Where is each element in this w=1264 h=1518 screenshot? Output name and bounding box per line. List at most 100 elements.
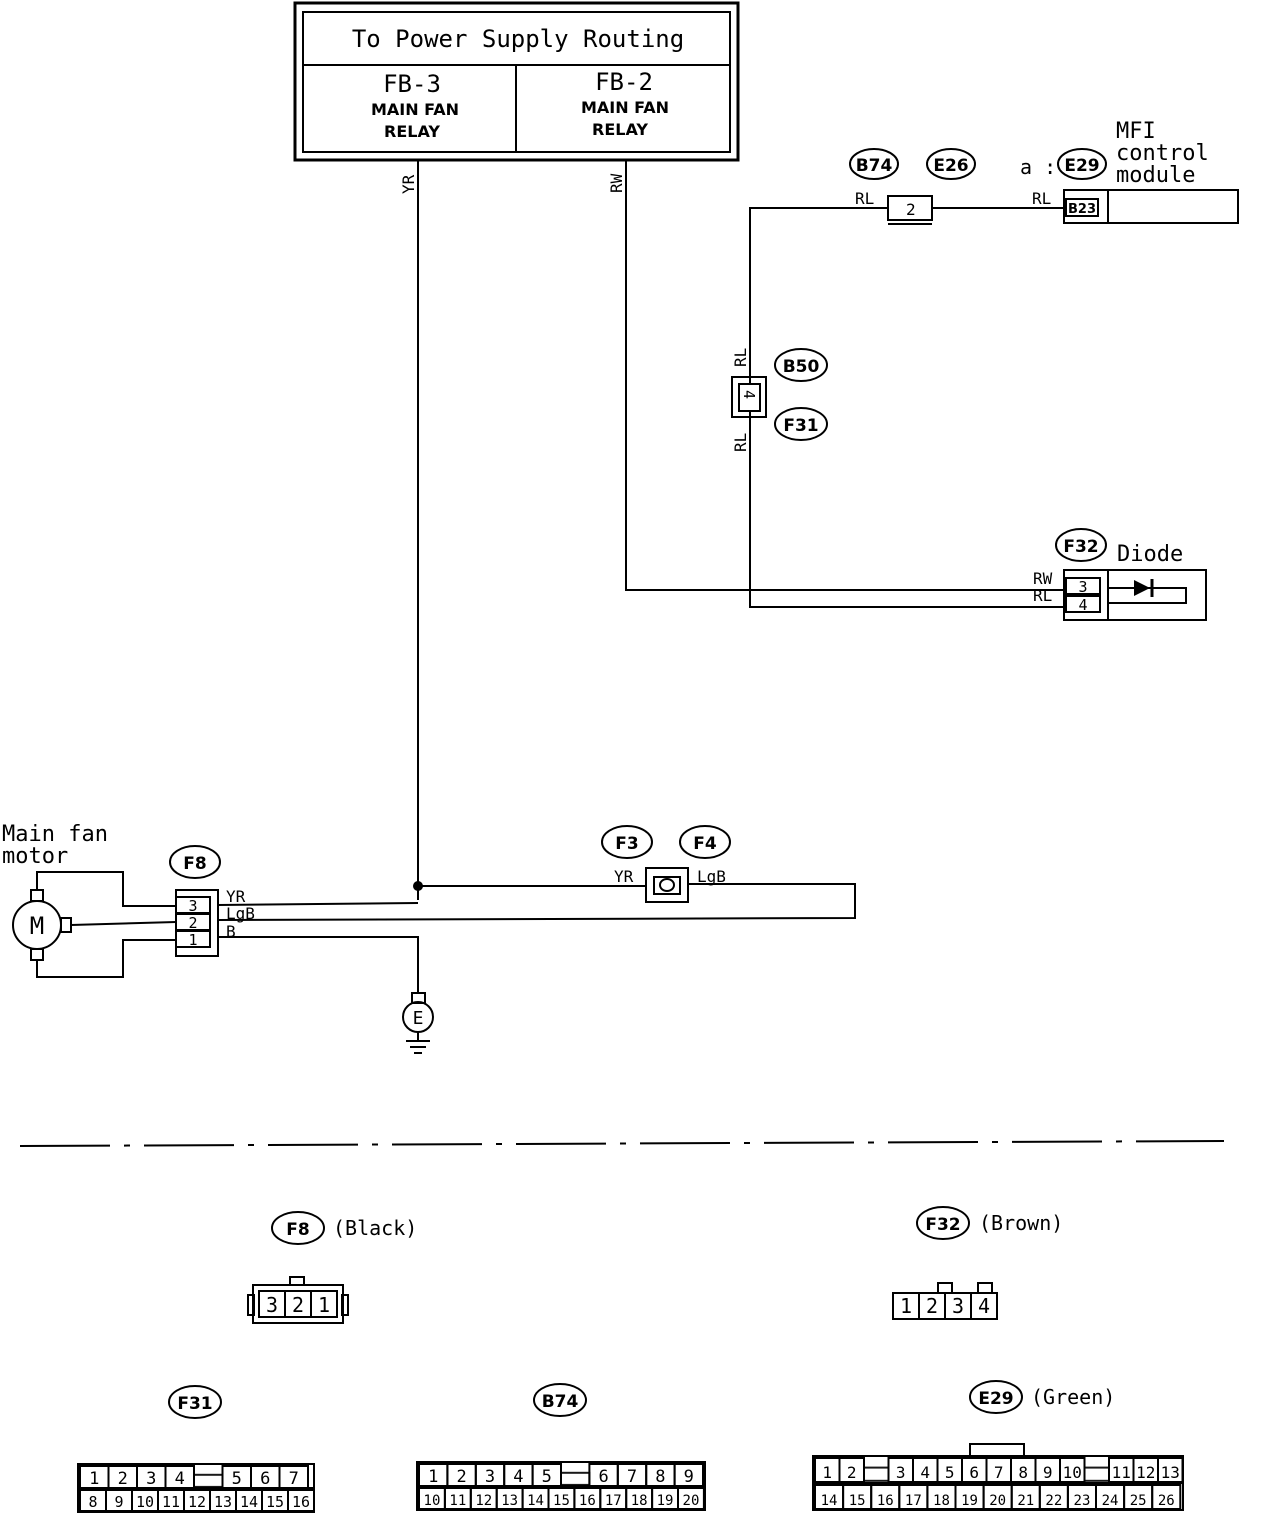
label-yr-f3: YR [614, 867, 634, 886]
legend-f32-pin: 2 [926, 1294, 938, 1318]
connector-b50-f31: 4 [731, 376, 767, 418]
legend-e29-pin: 5 [945, 1463, 955, 1482]
legend-e29-pin: 16 [877, 1493, 894, 1509]
legend-f32-pin: 1 [900, 1294, 912, 1318]
diode-label: Diode [1117, 542, 1183, 567]
b50-pin: 4 [740, 390, 758, 399]
mfi-control-module: B23 [1063, 189, 1239, 224]
badge-e26-label: E26 [933, 156, 968, 176]
legend-e29-pin: 20 [989, 1493, 1006, 1509]
legend-f31-pin: 9 [114, 1493, 123, 1511]
legend-e29-pin: 21 [1017, 1493, 1034, 1509]
legend-e29-color: (Green) [1031, 1385, 1115, 1409]
mfi-prefix: a : [1020, 155, 1056, 179]
label-rl-b74: RL [855, 189, 874, 208]
badge-f31-label: F31 [783, 416, 818, 436]
legend-f31-pin: 5 [232, 1469, 242, 1489]
legend-e29-badge [969, 1380, 1023, 1414]
legend-f8-connector: 3 2 1 [247, 1276, 349, 1324]
legend-b74-pin: 13 [501, 1493, 518, 1509]
wire-rw [625, 160, 1066, 591]
legend-b74-pin: 2 [456, 1467, 466, 1487]
connector-f8: 3 2 1 [175, 889, 219, 957]
legend-e29-pin: 13 [1161, 1463, 1180, 1482]
legend-e29-pin: 22 [1045, 1493, 1062, 1509]
legend-f31-pin: 14 [240, 1493, 258, 1511]
label-rl-diode: RL [1033, 586, 1052, 605]
ground-e: E [402, 992, 434, 1054]
legend-e29-gap [863, 1466, 890, 1482]
badge-f8-label: F8 [183, 854, 206, 874]
motor-symbol: M [30, 912, 44, 940]
label-rw-diode: RW [1033, 569, 1053, 588]
legend-b74-pin: 10 [424, 1493, 441, 1509]
label-yr-vertical: YR [399, 174, 418, 194]
legend-f31-cell [278, 1465, 309, 1489]
legend-f31-pin: 4 [175, 1469, 185, 1489]
connector-f3-f4 [645, 867, 689, 903]
badge-e29-label: E29 [1064, 156, 1099, 176]
fb2-relay-id: FB-2 [595, 68, 653, 96]
legend-b74-pin: 9 [684, 1467, 694, 1487]
legend-f31-pin: 7 [289, 1469, 299, 1489]
legend-b74-pin: 4 [513, 1467, 523, 1487]
legend-f8-color: (Black) [333, 1216, 417, 1240]
legend-f31-pin: 8 [88, 1493, 97, 1511]
fb3-relay-name-2: RELAY [384, 122, 440, 141]
label-b-motor: B [226, 922, 236, 941]
f8-pin-1: 1 [188, 931, 197, 949]
badge-f4 [679, 825, 731, 859]
legend-e29-cell [1157, 1457, 1184, 1483]
legend-e29-cell [1151, 1484, 1182, 1510]
legend-e29-pin: 17 [905, 1493, 922, 1509]
legend-f8-pin: 3 [266, 1293, 278, 1317]
legend-b74-pin: 14 [527, 1493, 544, 1509]
legend-e29-pin: 8 [1018, 1463, 1028, 1482]
legend-f8-pin: 1 [318, 1293, 330, 1317]
legend-f31-pin: 2 [118, 1469, 128, 1489]
legend-e29-pin: 15 [849, 1493, 866, 1509]
fb2-relay-name-1: MAIN FAN [581, 98, 669, 117]
legend-e29-pin: 4 [920, 1463, 930, 1482]
label-rl-lower: RL [731, 433, 750, 452]
legend-f32-badge-label: F32 [925, 1215, 960, 1235]
label-lgb-motor: LgB [226, 904, 255, 923]
fb3-relay-id: FB-3 [383, 70, 441, 98]
legend-f31-pin: 6 [260, 1469, 270, 1489]
badge-b50-label: B50 [783, 357, 820, 377]
legend-e29-pin: 25 [1130, 1493, 1147, 1509]
badge-b50 [774, 348, 828, 382]
legend-b74-pin: 19 [657, 1493, 674, 1509]
diode-symbol-icon [1134, 580, 1150, 596]
legend-b74-pin: 1 [428, 1467, 438, 1487]
legend-f31-pin: 16 [292, 1493, 310, 1511]
legend-f32-pin: 4 [978, 1294, 990, 1318]
legend-f31-pin: 13 [214, 1493, 232, 1511]
splice-point [413, 881, 423, 891]
legend-e29-pin: 12 [1136, 1463, 1155, 1482]
legend-e29-pin: 19 [961, 1493, 978, 1509]
badge-f4-label: F4 [693, 834, 717, 854]
legend-e29-gap [1083, 1466, 1110, 1482]
legend-e29-pin: 7 [994, 1463, 1004, 1482]
f8-pin-2: 2 [188, 914, 197, 932]
legend-e29-pin: 2 [847, 1463, 857, 1482]
legend-f31-badge [168, 1385, 222, 1419]
fb2-relay-name-2: RELAY [592, 120, 648, 139]
legend-b74-gap [560, 1471, 591, 1486]
legend-f31-cell [287, 1489, 315, 1512]
legend-b74-pin: 3 [485, 1467, 495, 1487]
b74-pin: 2 [906, 200, 916, 219]
legend-b74-cell [673, 1463, 704, 1487]
main-fan-motor: M [12, 871, 177, 978]
legend-f31-pin: 1 [89, 1469, 99, 1489]
legend-b74-pin: 6 [598, 1467, 608, 1487]
legend-e29-pin: 6 [969, 1463, 979, 1482]
badge-b74 [849, 148, 899, 180]
legend-e29-pin: 18 [933, 1493, 950, 1509]
legend-f8-pin: 2 [292, 1293, 304, 1317]
legend-f8-badge-label: F8 [286, 1220, 309, 1240]
legend-e29-pin: 3 [896, 1463, 906, 1482]
